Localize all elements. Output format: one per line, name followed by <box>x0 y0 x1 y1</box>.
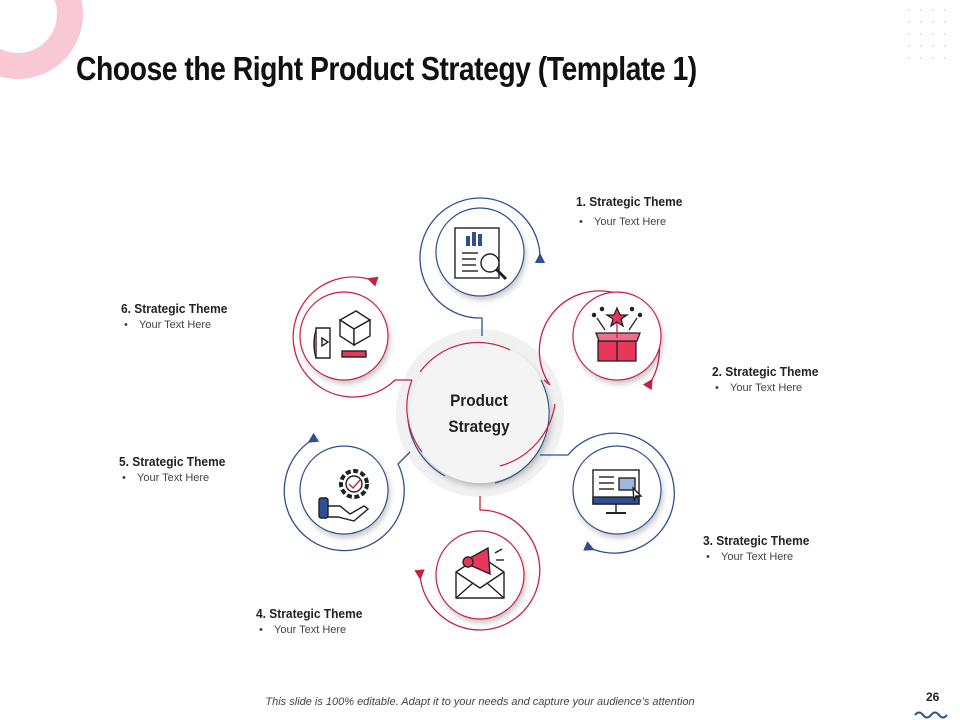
theme-bullet: •Your Text Here <box>259 624 347 636</box>
node-1 <box>419 197 546 336</box>
theme-6-label: 6. Strategic Theme •Your Text Here <box>121 301 237 331</box>
theme-4-label: 4. Strategic Theme •Your Text Here <box>256 606 372 636</box>
center-label-line1: Product <box>450 391 508 410</box>
node-4 <box>414 496 541 631</box>
theme-bullet: •Your Text Here <box>124 319 212 331</box>
theme-bullet: •Your Text Here <box>715 382 803 394</box>
page-number: 26 <box>926 690 940 704</box>
envelope-megaphone-icon <box>455 546 505 599</box>
corner-arc-decoration <box>0 0 83 79</box>
theme-bullet: •Your Text Here <box>706 551 794 563</box>
hand-gear-icon <box>318 469 370 522</box>
theme-title: 6. Strategic Theme <box>121 301 228 316</box>
blueprint-cube-icon <box>313 310 372 359</box>
monitor-ad-icon <box>592 469 643 514</box>
theme-3-label: 3. Strategic Theme •Your Text Here <box>703 533 819 563</box>
page-title: Choose the Right Product Strategy (Templ… <box>76 50 697 87</box>
center-label: Product Strategy <box>421 388 538 440</box>
theme-2-label: 2. Strategic Theme •Your Text Here <box>712 364 828 394</box>
gift-box-launch-icon <box>591 306 643 362</box>
node-6 <box>292 276 412 398</box>
theme-title: 1. Strategic Theme <box>576 194 683 209</box>
theme-bullet: •Your Text Here <box>122 472 210 484</box>
node-3 <box>540 432 675 554</box>
node-5 <box>283 432 411 552</box>
theme-title: 5. Strategic Theme <box>119 454 226 469</box>
theme-title: 4. Strategic Theme <box>256 606 363 621</box>
theme-title: 2. Strategic Theme <box>712 364 819 379</box>
dot-grid-decoration <box>907 8 947 60</box>
center-label-line2: Strategy <box>448 417 510 436</box>
report-magnifier-icon <box>454 227 508 281</box>
wave-decoration <box>914 711 948 719</box>
theme-bullet: •Your Text Here <box>579 216 667 228</box>
theme-5-label: 5. Strategic Theme •Your Text Here <box>119 454 235 484</box>
node-2 <box>538 290 662 391</box>
theme-1-label: 1. Strategic Theme •Your Text Here <box>576 194 692 228</box>
theme-title: 3. Strategic Theme <box>703 533 810 548</box>
center-hub <box>396 329 564 497</box>
footer-note: This slide is 100% editable. Adapt it to… <box>265 696 695 708</box>
